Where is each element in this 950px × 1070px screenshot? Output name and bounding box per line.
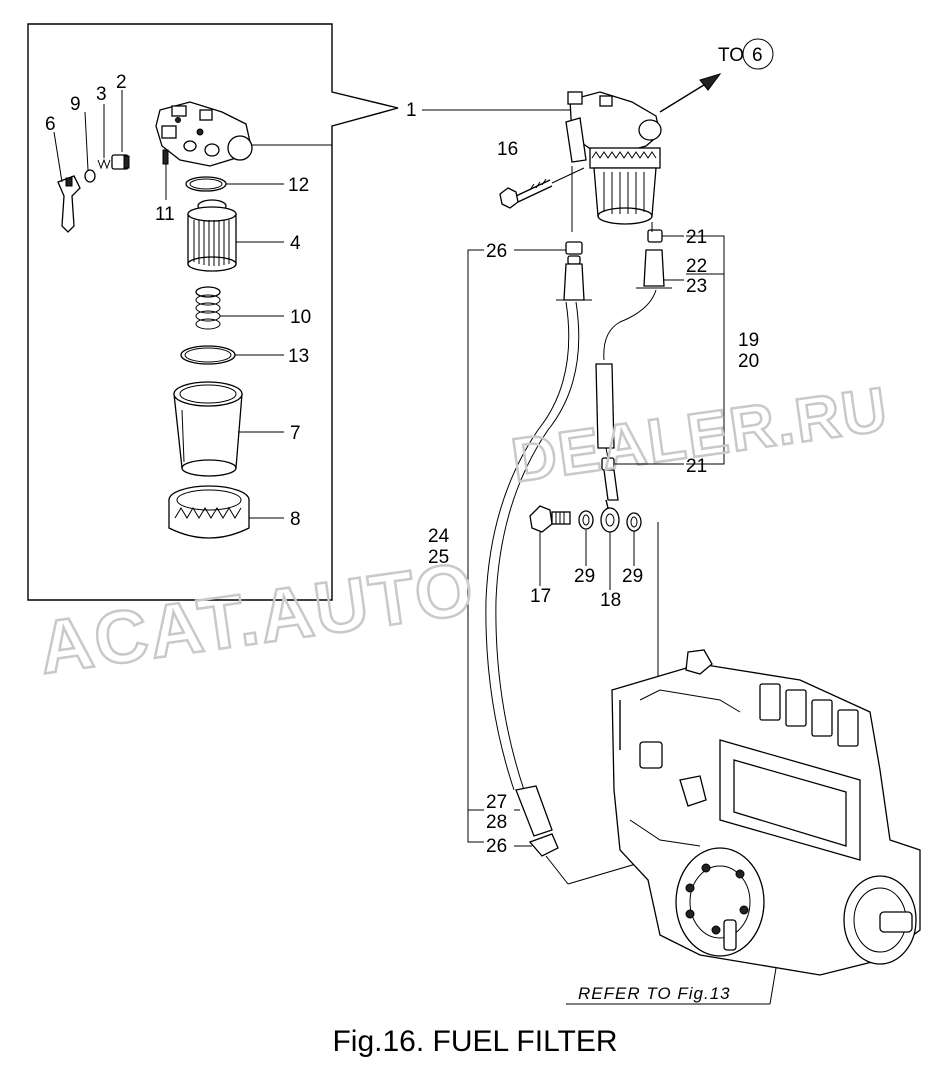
figure-caption: Fig.16. FUEL FILTER xyxy=(332,1025,618,1058)
callout-29-right: 29 xyxy=(622,566,643,587)
o-ring-11 xyxy=(185,176,227,192)
outlet-arrow xyxy=(659,73,722,113)
leader-1 xyxy=(240,109,570,146)
callout-8: 8 xyxy=(290,509,301,530)
hose-19-20 xyxy=(595,289,657,501)
watermark: ACAT.AUTO DEALER.RU xyxy=(33,373,895,690)
callout-10: 11 xyxy=(155,204,175,225)
to-target-circle xyxy=(742,38,774,70)
spring-3 xyxy=(97,158,111,170)
callout-21-mid: 21 xyxy=(686,456,707,477)
to-target: 6 xyxy=(752,45,763,66)
ring-nut-8 xyxy=(168,485,250,539)
refer-note-underline xyxy=(566,967,777,1005)
bowl-7 xyxy=(173,381,243,477)
o-ring-12 xyxy=(84,169,96,183)
leader-lines-left xyxy=(53,90,284,519)
element-4 xyxy=(187,199,237,272)
injection-pump xyxy=(611,649,921,976)
filter-assembly xyxy=(565,91,662,225)
callout-7: 7 xyxy=(290,423,301,444)
callout-19: 19 xyxy=(738,330,759,351)
callout-16: 16 xyxy=(497,139,518,160)
callouts: 1 2 3 9 6 11 12 4 10 13 7 8 16 26 21 22 … xyxy=(45,45,763,1003)
callout-23: 23 xyxy=(686,276,707,297)
callout-18: 18 xyxy=(600,590,621,611)
bracket-lines xyxy=(467,235,725,843)
to-label: TO xyxy=(718,45,744,66)
callout-12: 9 xyxy=(70,94,81,115)
callout-27: 27 xyxy=(486,792,507,813)
callout-4: 4 xyxy=(290,233,301,254)
refer-note: REFER TO Fig.13 xyxy=(578,984,731,1003)
banjo-18 xyxy=(600,499,620,533)
callout-21-top: 21 xyxy=(686,227,707,248)
callout-20: 20 xyxy=(738,351,759,372)
callout-2: 2 xyxy=(116,72,127,93)
filter-head-exploded xyxy=(155,101,253,167)
callout-22: 22 xyxy=(686,256,707,277)
callout-6: 6 xyxy=(45,114,56,135)
callout-9: 10 xyxy=(290,307,311,328)
callout-24: 24 xyxy=(428,526,450,547)
spring-9 xyxy=(195,286,221,330)
callout-1: 1 xyxy=(406,100,417,121)
callout-17: 17 xyxy=(530,586,551,607)
callout-26-top: 26 xyxy=(486,241,507,262)
bolt-16 xyxy=(499,167,585,209)
exploded-view-frame xyxy=(27,23,399,601)
screw-10 xyxy=(162,149,169,165)
fitting-2 xyxy=(111,154,130,170)
leader-lines-right xyxy=(514,235,684,847)
callout-11: 12 xyxy=(288,175,309,196)
washer-29-left xyxy=(578,510,594,530)
callout-25: 25 xyxy=(428,547,449,568)
callout-3: 3 xyxy=(96,84,107,105)
o-ring-13 xyxy=(180,345,236,365)
callout-26-bottom: 26 xyxy=(486,836,507,857)
callout-28: 28 xyxy=(486,812,507,833)
watermark-line-1: ACAT.AUTO xyxy=(34,546,480,689)
lever-6 xyxy=(57,175,81,233)
callout-29-left: 29 xyxy=(574,566,595,587)
banjo-bolt-17 xyxy=(529,505,571,533)
watermark-line-2: DEALER.RU xyxy=(507,375,893,496)
fitting-26-top xyxy=(556,166,592,301)
fitting-21-top xyxy=(636,222,672,289)
callout-13: 13 xyxy=(288,346,309,367)
washer-29-right xyxy=(626,512,642,532)
